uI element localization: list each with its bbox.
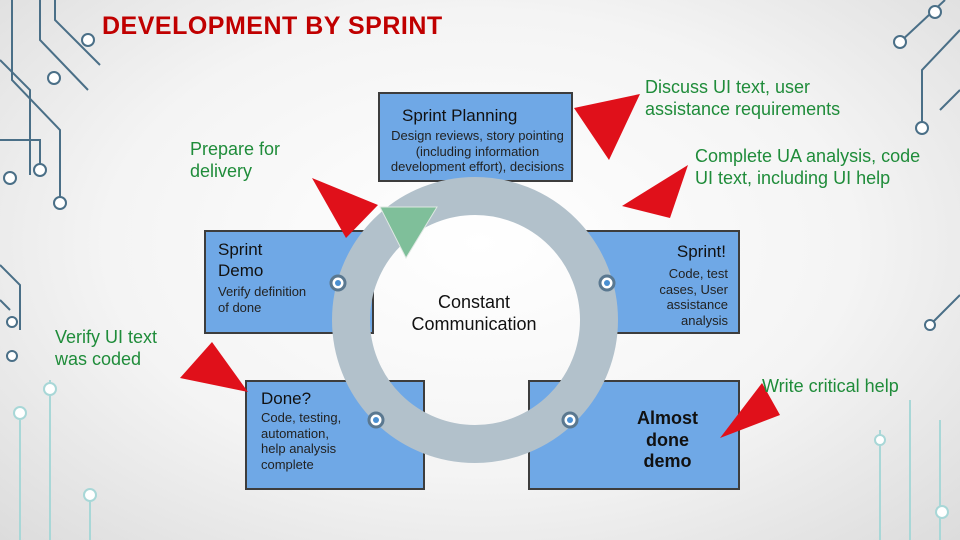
cycle-arrowhead [379,206,438,260]
sprint-body: Code, test cases, User assistance analys… [659,266,728,328]
almost-done-text: Almost done demo [636,408,698,472]
arrow-complete-icon [622,165,688,218]
note-write: Write critical help [762,376,899,396]
note-verify: Verify UI text was coded [55,327,158,369]
arrow-prepare-icon [312,178,378,238]
sprint-planning-heading: Sprint Planning [402,106,518,125]
arrow-verify-icon [180,342,248,392]
note-complete: Complete UA analysis, code UI text, incl… [695,146,921,188]
page-title: DEVELOPMENT BY SPRINT [102,12,443,40]
done-heading: Done? [261,389,312,408]
note-discuss: Discuss UI text, user assistance require… [645,77,841,119]
center-text: Constant Communication [411,292,537,334]
sprint-demo-heading: Sprint Demo [218,240,264,281]
sprint-planning-box: Sprint Planning Design reviews, story po… [378,92,573,182]
red-arrows [180,94,780,438]
arrow-discuss-icon [574,94,640,160]
note-prepare: Prepare for delivery [190,139,281,181]
sprint-planning-body: Design reviews, story pointing (includin… [390,128,565,175]
circuit-decoration-left [0,0,101,330]
sprint-demo-body: Verify definition of done [218,284,307,315]
done-body: Code, testing, automation, help analysis… [261,410,342,472]
sprint-heading: Sprint! [676,242,726,261]
arrow-write-icon [720,383,780,438]
